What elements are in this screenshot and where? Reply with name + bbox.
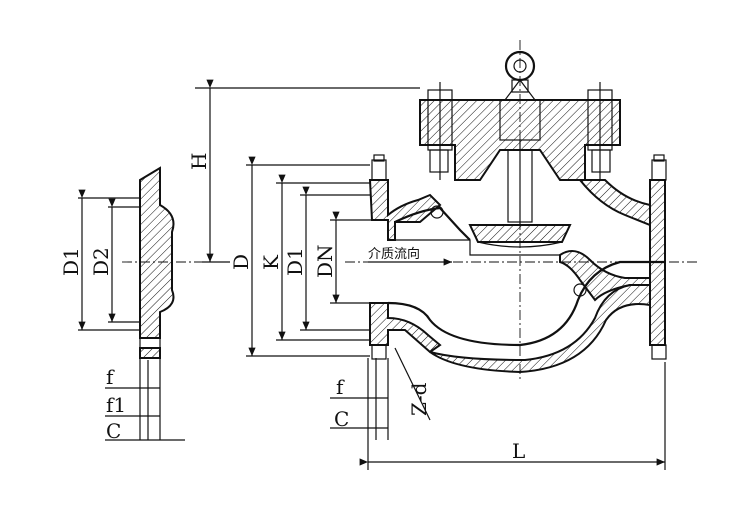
label-Z-d: Z-d: [407, 382, 431, 416]
label-f1: f1: [106, 393, 126, 417]
flow-direction-note: 介质流向: [368, 246, 420, 262]
label-f-right: f: [336, 375, 345, 399]
flange-side-view: [78, 166, 205, 441]
label-D1-right: D1: [283, 247, 307, 276]
label-f-left: f: [106, 365, 115, 389]
label-C-left: C: [106, 419, 121, 443]
label-C-right: C: [334, 407, 349, 431]
valve-section-view: [195, 40, 700, 470]
label-K: K: [259, 254, 283, 270]
label-D1-left: D1: [59, 247, 83, 276]
label-L: L: [512, 439, 525, 463]
label-D2: D2: [89, 247, 113, 276]
label-DN: DN: [313, 244, 337, 278]
label-D: D: [229, 254, 253, 270]
label-H: H: [187, 153, 211, 170]
